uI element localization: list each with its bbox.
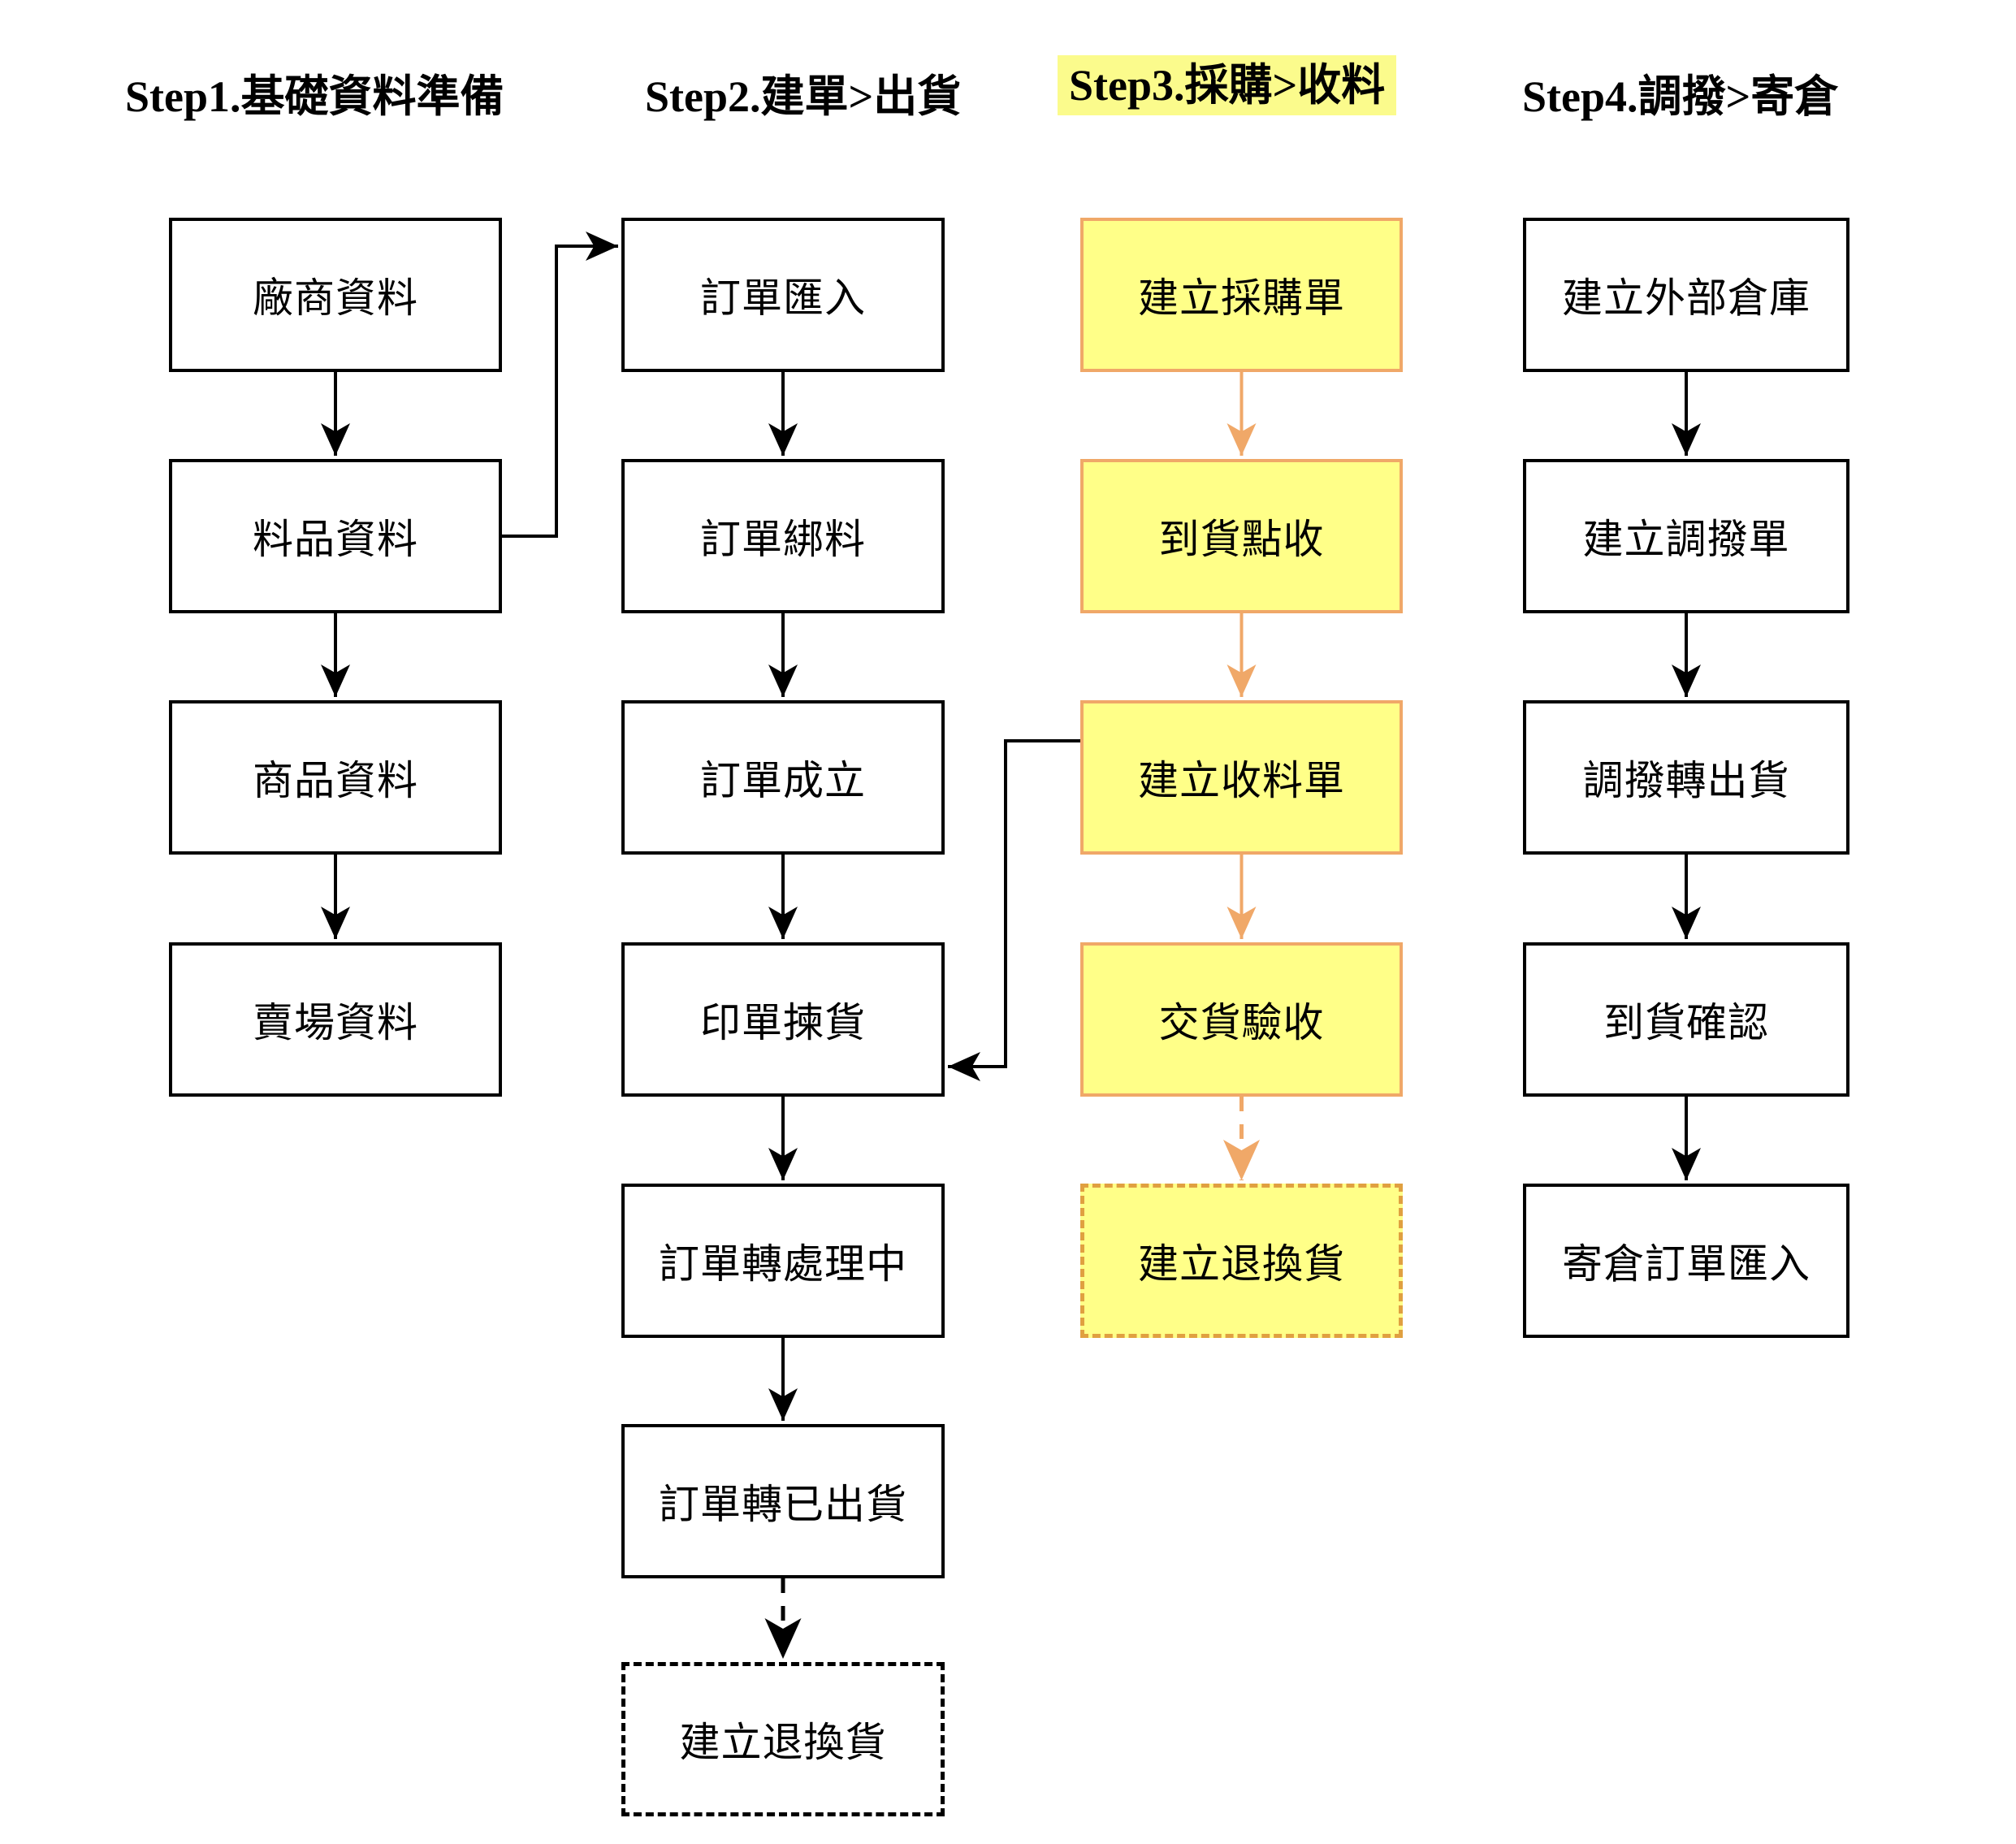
flow-node-c4n4[interactable]: 到貨確認 [1523, 942, 1849, 1097]
flow-node-c3n1[interactable]: 建立採購單 [1080, 218, 1403, 372]
flow-node-c1n1[interactable]: 廠商資料 [169, 218, 502, 372]
column-header-step4: Step4.調撥>寄倉 [1522, 72, 1839, 121]
flow-node-c2n7[interactable]: 建立退換貨 [621, 1662, 945, 1816]
flow-node-c3n3[interactable]: 建立收料單 [1080, 700, 1403, 855]
flow-node-label: 建立退換貨 [679, 1720, 887, 1765]
flow-node-c1n4[interactable]: 賣場資料 [169, 942, 502, 1097]
flow-node-label: 印單揀貨 [700, 1000, 866, 1045]
flow-node-label: 訂單轉處理中 [659, 1241, 907, 1287]
flow-node-label: 建立調撥單 [1582, 517, 1790, 562]
flow-node-c2n2[interactable]: 訂單綁料 [621, 459, 945, 613]
flow-node-c1n3[interactable]: 商品資料 [169, 700, 502, 855]
flow-node-c4n1[interactable]: 建立外部倉庫 [1523, 218, 1849, 372]
flow-node-label: 訂單匯入 [700, 275, 866, 321]
flow-node-c2n5[interactable]: 訂單轉處理中 [621, 1184, 945, 1338]
flow-node-label: 到貨點收 [1158, 517, 1325, 562]
flow-node-label: 訂單成立 [700, 758, 866, 803]
flow-node-c3n2[interactable]: 到貨點收 [1080, 459, 1403, 613]
flow-node-c2n6[interactable]: 訂單轉已出貨 [621, 1424, 945, 1578]
flow-node-c4n2[interactable]: 建立調撥單 [1523, 459, 1849, 613]
flow-node-c2n1[interactable]: 訂單匯入 [621, 218, 945, 372]
flow-node-label: 建立退換貨 [1138, 1241, 1345, 1287]
flow-node-c2n4[interactable]: 印單揀貨 [621, 942, 945, 1097]
flow-node-c4n3[interactable]: 調撥轉出貨 [1523, 700, 1849, 855]
flow-node-c3n5[interactable]: 建立退換貨 [1080, 1184, 1403, 1338]
flow-node-c1n2[interactable]: 料品資料 [169, 459, 502, 613]
column-header-step2: Step2.建單>出貨 [645, 72, 962, 121]
flow-node-label: 料品資料 [253, 517, 418, 562]
flow-node-label: 建立外部倉庫 [1562, 275, 1811, 321]
column-header-step3: Step3.採購>收料 [1058, 55, 1397, 115]
flow-node-label: 訂單轉已出貨 [659, 1482, 907, 1527]
flow-node-label: 商品資料 [253, 758, 418, 803]
flow-node-label: 訂單綁料 [700, 517, 866, 562]
flow-node-label: 調撥轉出貨 [1582, 758, 1790, 803]
flow-node-label: 賣場資料 [253, 1000, 418, 1045]
flow-node-c4n5[interactable]: 寄倉訂單匯入 [1523, 1184, 1849, 1338]
flow-node-label: 交貨驗收 [1158, 1000, 1325, 1045]
column-header-step1: Step1.基礎資料準備 [125, 72, 504, 121]
flow-node-label: 到貨確認 [1603, 1000, 1769, 1045]
flow-node-label: 建立採購單 [1138, 275, 1345, 321]
flow-edge-c3n3-to-c2n4 [948, 739, 1080, 1081]
flow-node-c2n3[interactable]: 訂單成立 [621, 700, 945, 855]
flow-node-label: 廠商資料 [253, 275, 418, 321]
flow-edge-c1n2-to-c2n1 [502, 232, 618, 538]
flow-node-c3n4[interactable]: 交貨驗收 [1080, 942, 1403, 1097]
flow-node-label: 寄倉訂單匯入 [1562, 1241, 1811, 1287]
flow-node-label: 建立收料單 [1138, 758, 1345, 803]
